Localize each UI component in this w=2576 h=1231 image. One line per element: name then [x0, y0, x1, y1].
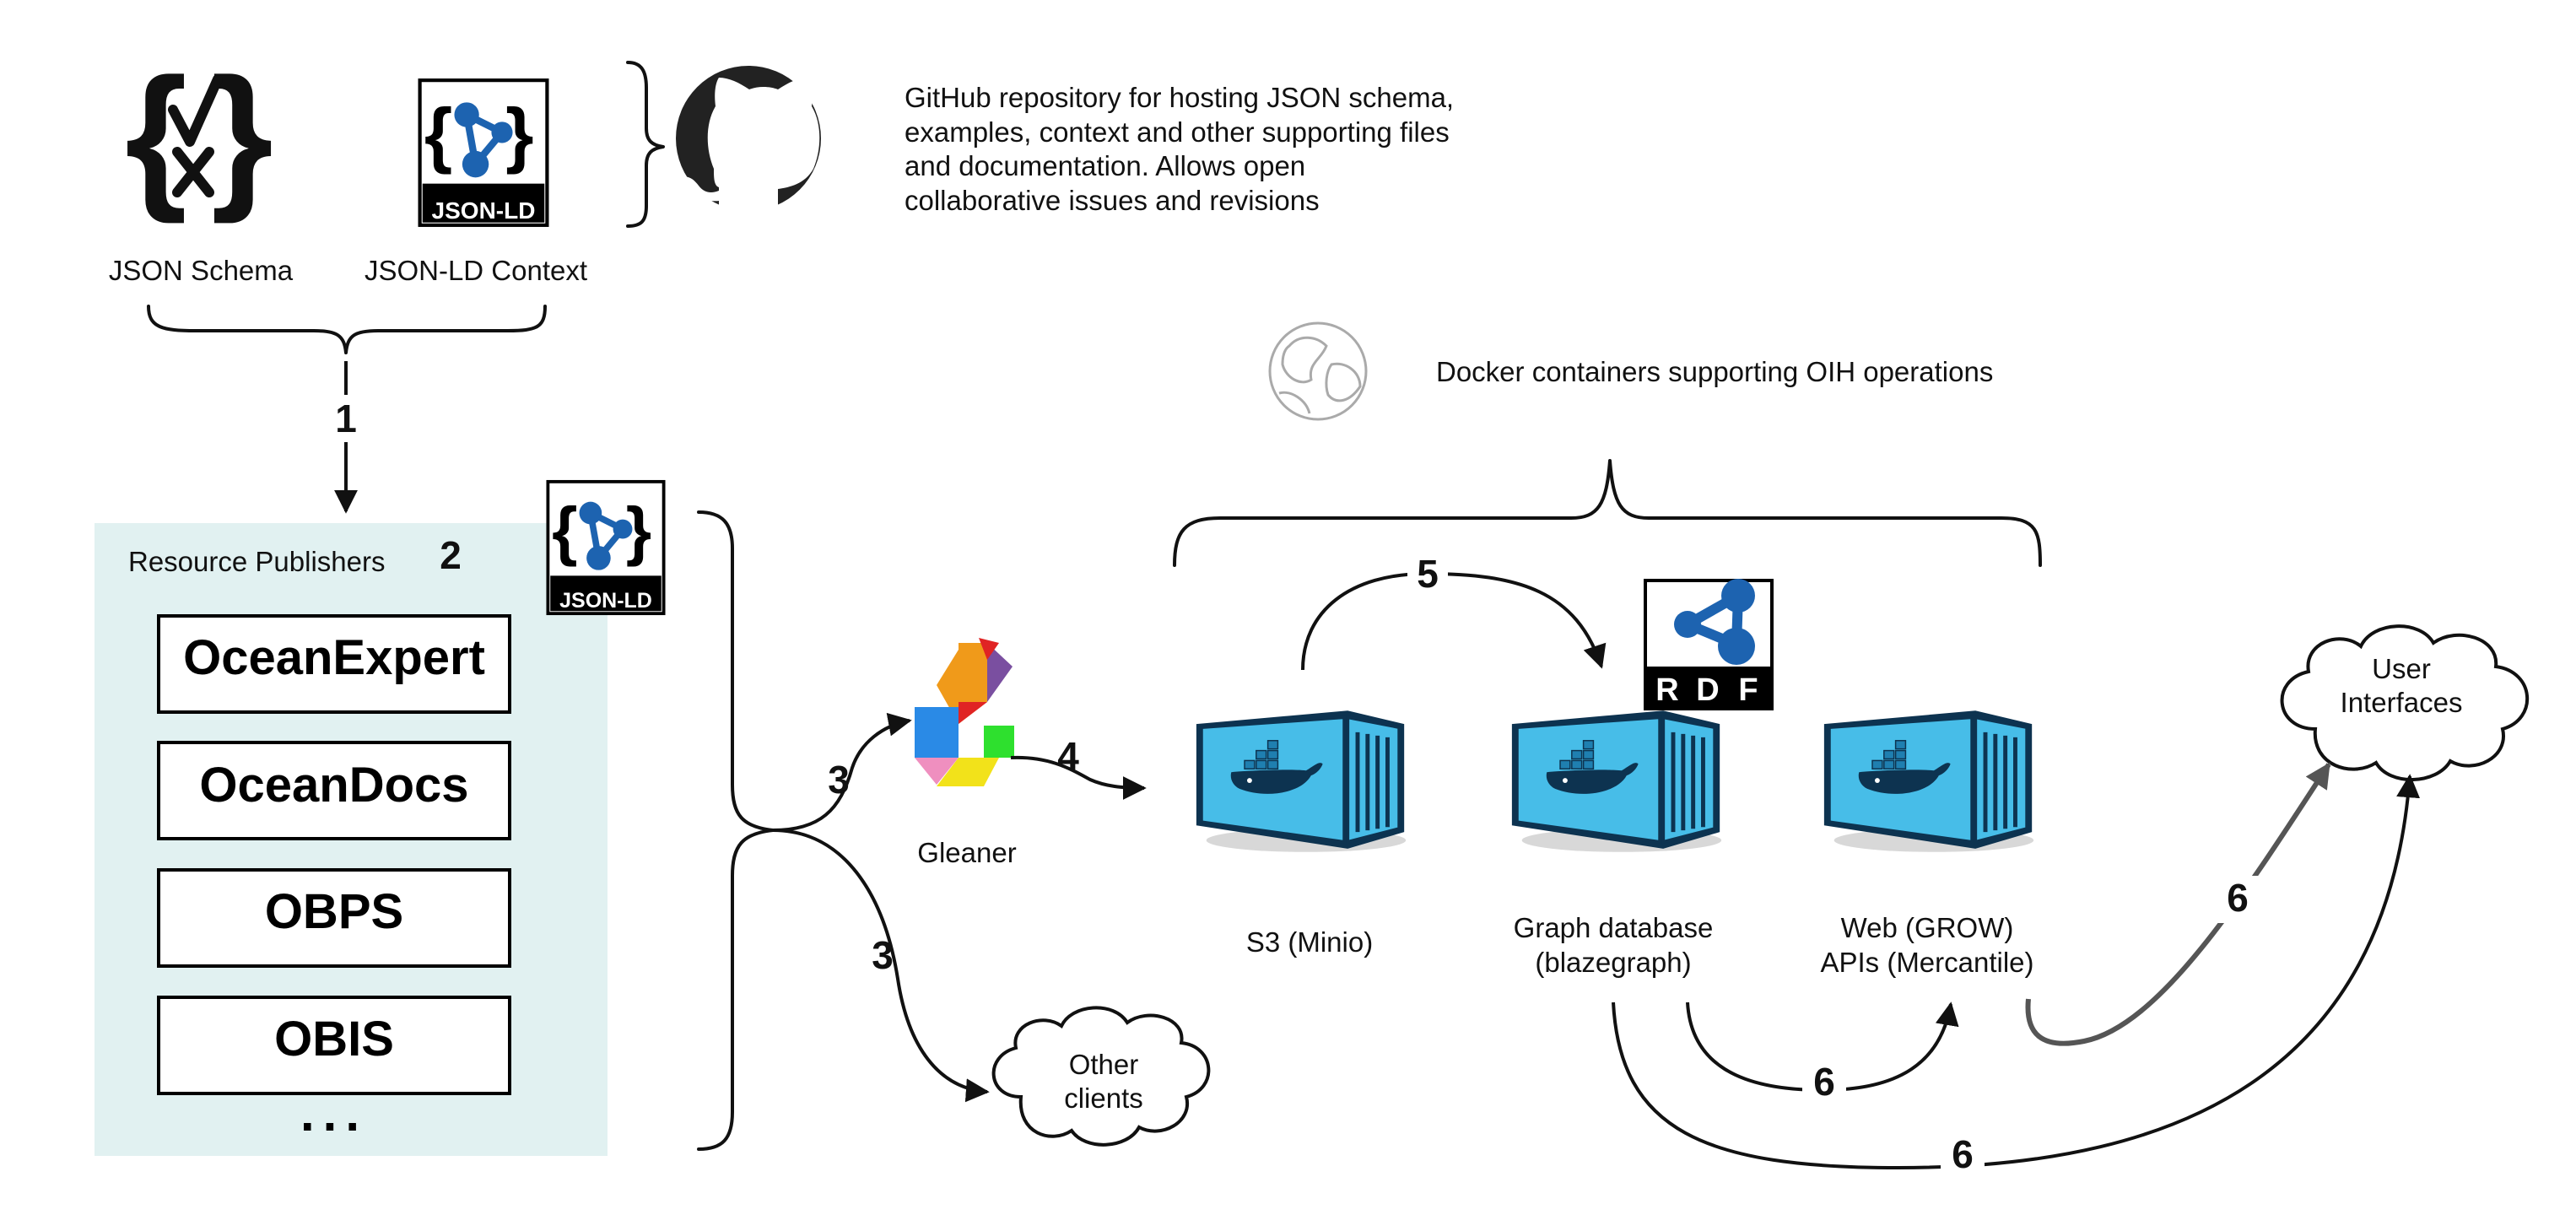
step-3-number-other-clients: 3 — [872, 933, 894, 977]
other-clients-label-line-1: Other — [1069, 1049, 1139, 1080]
publishers-brace — [697, 510, 775, 1151]
json-ld-context-icon: JSON-LD — [420, 80, 548, 225]
step-1-number: 1 — [335, 397, 357, 440]
step-6-number-graph-to-web: 6 — [1813, 1060, 1835, 1104]
graph-database-label-line-2: (blazegraph) — [1535, 947, 1691, 978]
publisher-label-oceandocs: OceanDocs — [199, 758, 468, 813]
step-3-gleaner-arrow — [772, 712, 912, 832]
user-interfaces-label-line-2: Interfaces — [2341, 687, 2463, 718]
step-3-number-gleaner: 3 — [828, 758, 850, 802]
json-ld-badge-text: JSON-LD — [432, 197, 536, 224]
rdf-letter-d: D — [1696, 672, 1719, 708]
publisher-label-obps: OBPS — [265, 884, 403, 939]
publisher-box-oceanexpert: OceanExpert — [157, 614, 511, 714]
step-4-number: 4 — [1057, 734, 1079, 778]
web-api-container-icon — [1824, 710, 2033, 851]
publishers-json-ld-badge-text: JSON-LD — [559, 589, 652, 613]
docker-description: Docker containers supporting OIH operati… — [1436, 356, 1993, 387]
svg-text:}: } — [211, 46, 273, 224]
s3-container-label: S3 (Minio) — [1246, 926, 1373, 958]
publisher-label-oceanexpert: OceanExpert — [183, 630, 485, 685]
web-api-label-line-2: APIs (Mercantile) — [1820, 947, 2033, 978]
web-api-label-line-1: Web (GROW) — [1841, 912, 2014, 943]
github-brace — [626, 61, 665, 228]
publishers-json-ld-icon: JSON-LD — [548, 482, 663, 613]
gleaner-icon — [915, 638, 1014, 786]
publishers-more-ellipsis: ... — [300, 1085, 368, 1142]
step-6-web-to-ui-arrow — [2025, 762, 2331, 1046]
json-ld-context-label: JSON-LD Context — [365, 255, 587, 286]
resource-publishers-title: Resource Publishers — [128, 546, 385, 577]
step-6-number-web-to-ui: 6 — [2227, 876, 2249, 920]
step-2-number: 2 — [440, 533, 462, 577]
other-clients-cloud: Other clients — [991, 1006, 1211, 1147]
step-6-number-graph-to-ui: 6 — [1952, 1132, 1974, 1176]
json-schema-label: JSON Schema — [109, 255, 294, 286]
globe-icon — [1268, 321, 1368, 421]
github-text-line-2: examples, context and other supporting f… — [905, 116, 1450, 148]
github-text-line-3: and documentation. Allows open — [905, 150, 1305, 181]
rdf-letter-f: F — [1738, 672, 1758, 708]
rdf-letter-r: R — [1655, 672, 1678, 708]
graph-database-container-icon — [1512, 710, 1721, 851]
publisher-box-obps: OBPS — [157, 868, 511, 968]
publisher-label-obis: OBIS — [274, 1012, 394, 1066]
svg-text:{: { — [125, 46, 187, 224]
step-4-arrow — [1010, 755, 1147, 800]
github-icon — [676, 66, 821, 211]
other-clients-label-line-2: clients — [1064, 1083, 1143, 1114]
step-5-number: 5 — [1417, 552, 1439, 596]
step-3-other-clients-arrow — [772, 829, 990, 1103]
docker-brace — [1173, 459, 2042, 567]
user-interfaces-cloud: User Interfaces — [2280, 624, 2530, 781]
publisher-box-oceandocs: OceanDocs — [157, 741, 511, 840]
github-description: GitHub repository for hosting JSON schem… — [905, 82, 1461, 216]
json-schema-icon: { } — [125, 46, 273, 224]
user-interfaces-label-line-1: User — [2372, 653, 2431, 684]
publisher-box-obis: OBIS — [157, 996, 511, 1095]
step-5-arrow — [1301, 571, 1607, 671]
s3-container-icon — [1196, 710, 1406, 851]
gleaner-label: Gleaner — [917, 837, 1016, 868]
schema-brace — [147, 305, 547, 354]
github-text-line-1: GitHub repository for hosting JSON schem… — [905, 82, 1454, 113]
graph-database-label-line-1: Graph database — [1514, 912, 1714, 943]
rdf-icon: R D F — [1644, 579, 1774, 710]
github-text-line-4: collaborative issues and revisions — [905, 185, 1320, 216]
